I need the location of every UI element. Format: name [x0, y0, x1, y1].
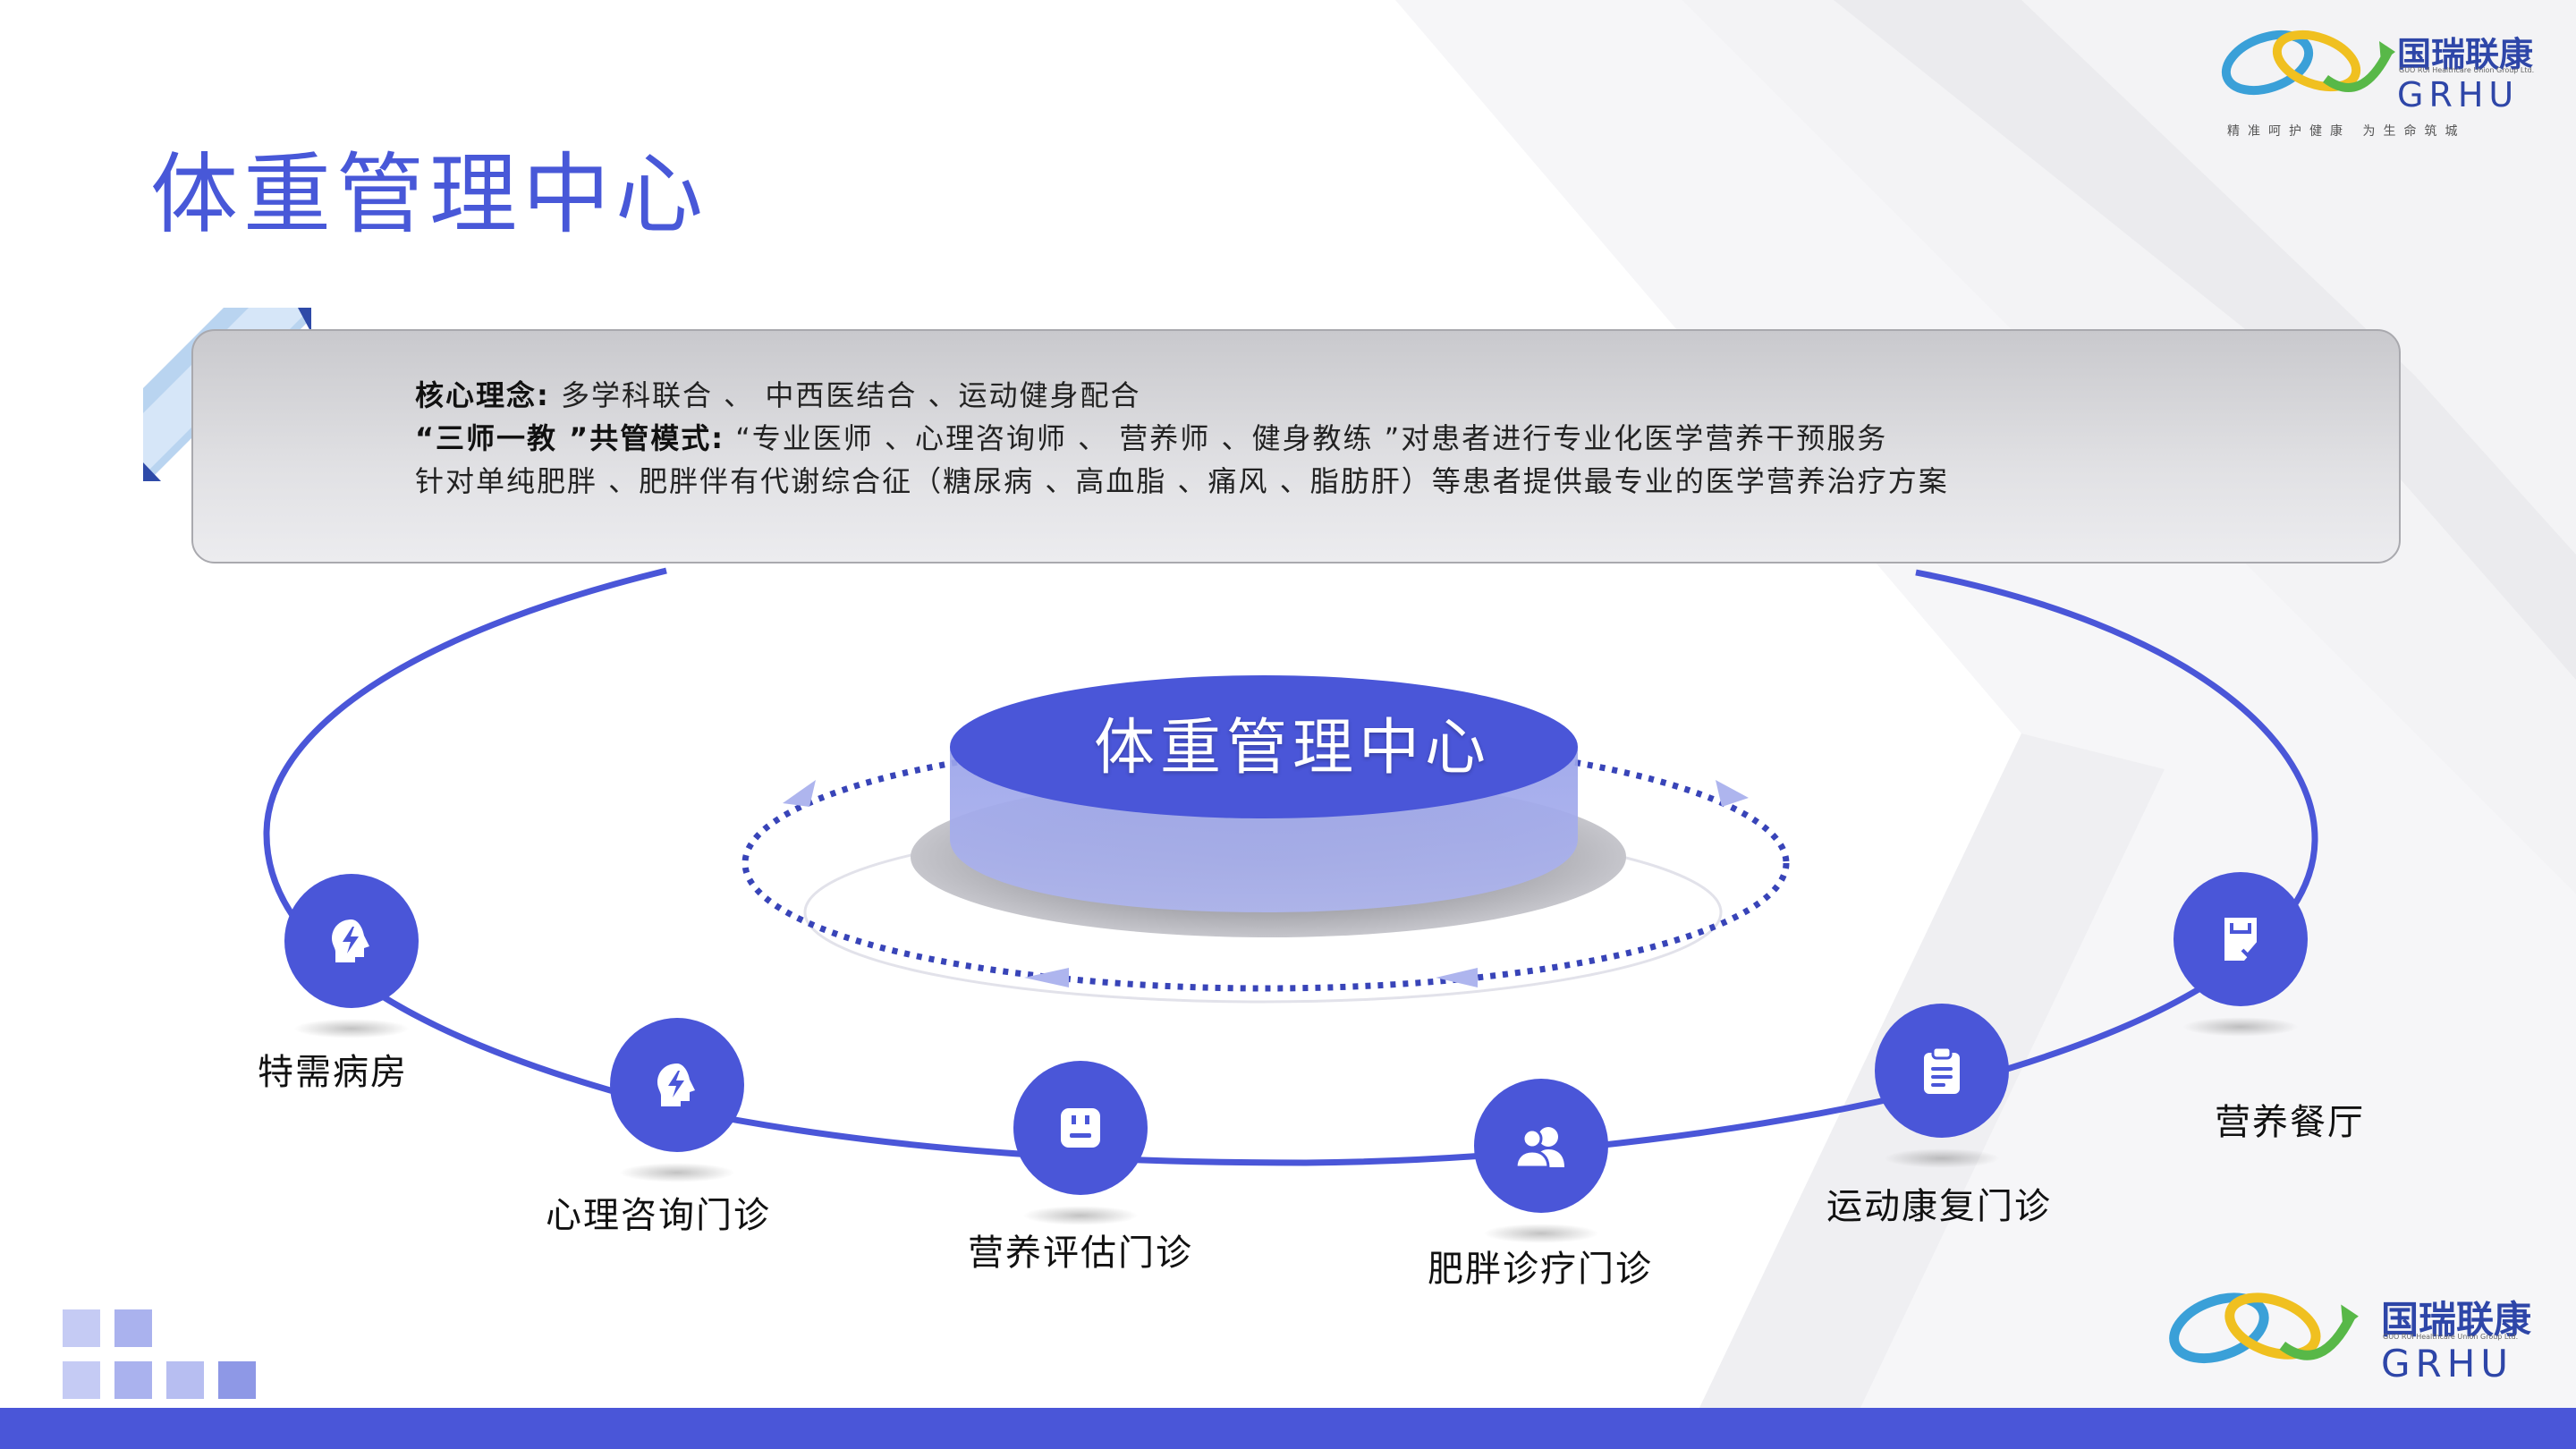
logo-rings-icon	[2221, 30, 2395, 96]
head-bolt-icon	[657, 1063, 695, 1106]
node-shadow	[1884, 1148, 2000, 1168]
node-label-special-ward: 特需病房	[258, 1052, 408, 1093]
node-circle	[610, 1018, 744, 1152]
deco-square	[63, 1361, 100, 1399]
logo-small-en: GUO RUI Healthcare Union Group Ltd.	[2383, 1333, 2519, 1341]
page-title: 体重管理中心	[150, 144, 709, 246]
node-label-nutrition-restaurant: 营养餐厅	[2215, 1102, 2365, 1143]
co-management-label: “三师一教 ”共管模式:	[415, 421, 725, 455]
logo-en-text: GRHU	[2397, 75, 2520, 114]
node-circle	[1875, 1004, 2009, 1138]
logo-en-text: GRHU	[2381, 1342, 2514, 1385]
node-circle	[1013, 1061, 1148, 1195]
deco-square	[114, 1361, 152, 1399]
center-platform-label: 体重管理中心	[1093, 713, 1491, 784]
node-nutrition-restaurant[interactable]	[2174, 872, 2308, 1037]
tray-icon	[1061, 1108, 1100, 1148]
node-shadow	[619, 1163, 735, 1182]
logo-cn-text: 国瑞联康	[2381, 1298, 2532, 1342]
logo-cn-text: 国瑞联康	[2397, 35, 2534, 74]
users-icon	[1514, 1127, 1564, 1169]
deco-square	[114, 1309, 152, 1347]
logo-small-en: GUO RUI Healthcare Union Group Ltd.	[2399, 66, 2535, 74]
concept-text-block: 核心理念: 多学科联合 、 中西医结合 、运动健身配合 “三师一教 ”共管模式:…	[415, 374, 1949, 503]
node-circle	[2174, 872, 2308, 1006]
logo-rings-icon	[2169, 1292, 2359, 1364]
node-shadow	[2182, 1017, 2299, 1037]
deco-square	[166, 1361, 204, 1399]
deco-square	[63, 1309, 100, 1347]
node-label-nutrition-assessment-clinic: 营养评估门诊	[968, 1233, 1193, 1274]
arrowhead-bottom-right	[1436, 968, 1478, 987]
deco-square	[218, 1361, 256, 1399]
logo-bottom: 国瑞联康 GUO RUI Healthcare Union Group Ltd.…	[2156, 1277, 2549, 1385]
platform-top	[950, 675, 1578, 818]
core-concept-label: 核心理念:	[415, 378, 550, 412]
co-management-text: “专业医师 、心理咨询师 、 营养师 、健身教练 ”对患者进行专业化医学营养干预…	[724, 421, 1888, 455]
concept-line-target: 针对单纯肥胖 、肥胖伴有代谢综合征（糖尿病 、高血脂 、痛风 、脂肪肝）等患者提…	[415, 464, 1949, 498]
node-label-psychology-clinic: 心理咨询门诊	[546, 1195, 771, 1236]
node-psychology-clinic[interactable]	[610, 1018, 744, 1182]
node-label-obesity-clinic: 肥胖诊疗门诊	[1428, 1249, 1653, 1290]
concept-line-mode: “三师一教 ”共管模式: “专业医师 、心理咨询师 、 营养师 、健身教练 ”对…	[415, 417, 1949, 460]
arrowhead-left	[783, 780, 816, 807]
clipboard-icon	[1924, 1046, 1960, 1094]
node-sports-rehab-clinic[interactable]	[1875, 1004, 2009, 1168]
node-shadow	[293, 1019, 410, 1038]
checklist-icon	[2224, 918, 2260, 961]
concept-line-core: 核心理念: 多学科联合 、 中西医结合 、运动健身配合	[415, 374, 1949, 417]
node-nutrition-assessment-clinic[interactable]	[1013, 1061, 1148, 1225]
head-bolt-icon	[332, 919, 369, 962]
arrowhead-bottom-left	[1024, 968, 1069, 987]
outer-ring	[263, 567, 2318, 1166]
core-concept-text: 多学科联合 、 中西医结合 、运动健身配合	[549, 378, 1141, 412]
node-label-sports-rehab-clinic: 运动康复门诊	[1826, 1186, 2052, 1227]
node-shadow	[1483, 1224, 1599, 1243]
bottom-accent-bar	[0, 1408, 2576, 1449]
node-circle	[284, 874, 419, 1008]
logo-tagline: 精准呵护健康 为生命筑城	[2227, 124, 2466, 139]
concept-box	[191, 329, 2401, 564]
node-special-ward[interactable]	[284, 874, 419, 1038]
node-shadow	[1022, 1206, 1139, 1225]
logo-top: 国瑞联康 GUO RUI Healthcare Union Group Ltd.…	[2218, 16, 2540, 150]
arrowhead-right	[1716, 780, 1749, 807]
node-circle	[1474, 1079, 1608, 1213]
node-obesity-clinic[interactable]	[1474, 1079, 1608, 1243]
